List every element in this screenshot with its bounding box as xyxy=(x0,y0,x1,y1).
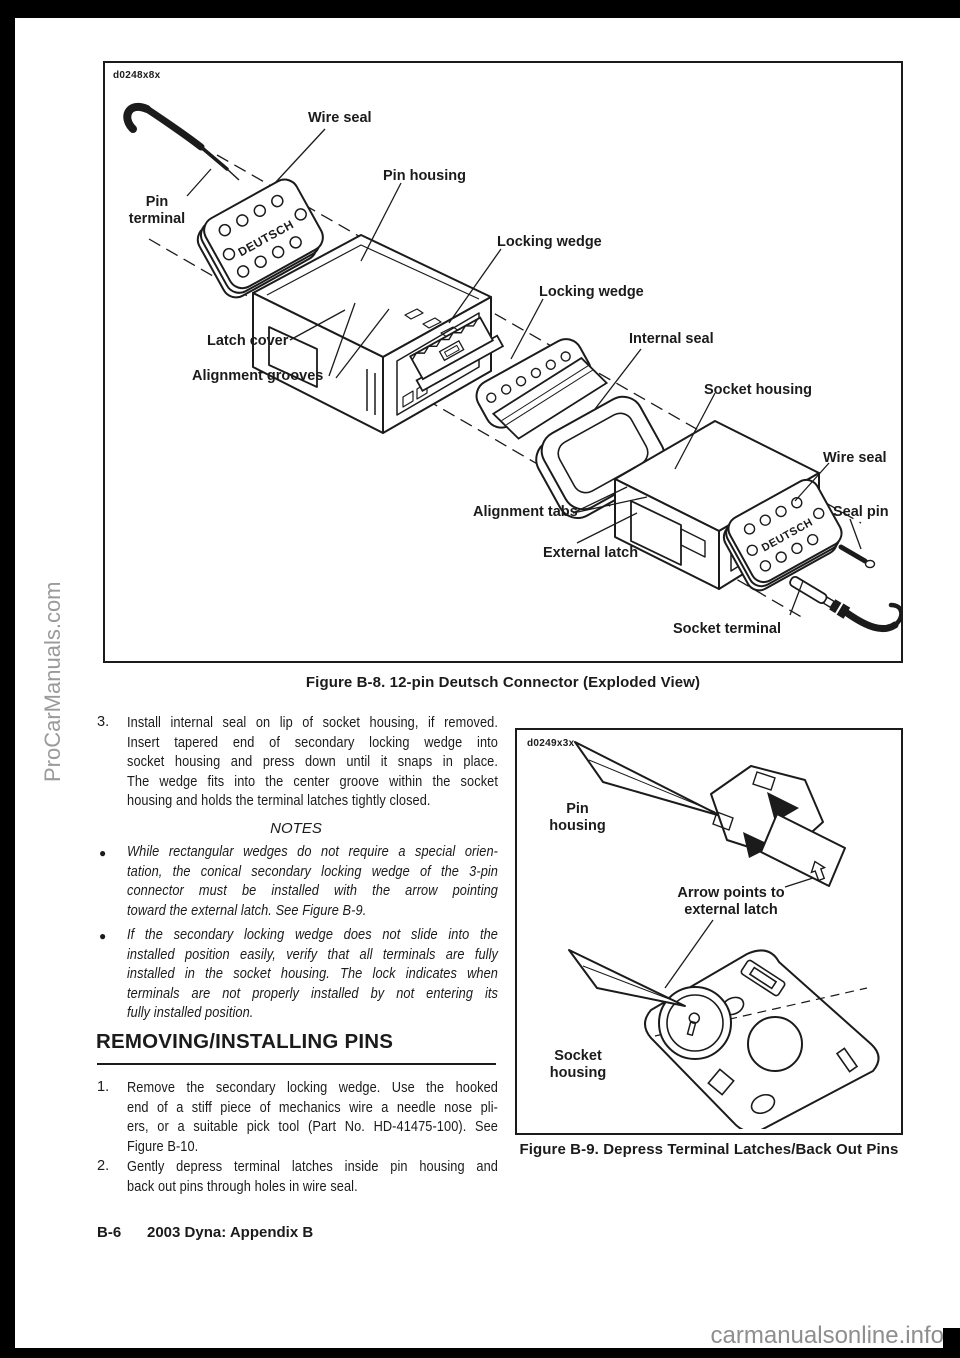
note1-text: While rectangular wedges do not require … xyxy=(127,844,498,919)
socket-housing-b9-illustration xyxy=(644,949,880,1129)
notes-heading: NOTES xyxy=(270,820,322,837)
scan-border-left xyxy=(0,0,15,1358)
step1-text: Remove the secondary locking wedge. Use … xyxy=(127,1080,498,1155)
label-socket-terminal: Socket terminal xyxy=(673,621,781,637)
seal-pin-illustration xyxy=(838,544,876,569)
pick-tool-top-illustration xyxy=(574,741,722,817)
figure-b8-caption: Figure B-8. 12-pin Deutsch Connector (Ex… xyxy=(305,674,701,691)
note2-bullet: ● xyxy=(99,929,107,943)
label-latch-cover: Latch cover xyxy=(207,333,289,349)
pin-housing-b9-illustration xyxy=(710,765,846,887)
pick-tool-bottom-illustration xyxy=(568,949,686,1007)
step3-text: Install internal seal on lip of socket h… xyxy=(127,715,498,810)
label-wire-seal-top: Wire seal xyxy=(308,110,372,126)
socket-terminal-illustration xyxy=(789,575,901,632)
scan-border-bottom xyxy=(0,1348,960,1358)
figure-b8-drawing: DEUTSCH xyxy=(123,103,901,632)
label-alignment-grooves: Alignment grooves xyxy=(192,368,324,384)
scan-border-corner xyxy=(943,1328,960,1358)
figure-b9-caption: Figure B-9. Depress Terminal Latches/Bac… xyxy=(519,1141,899,1158)
label-wire-seal-right: Wire seal xyxy=(823,450,887,466)
b9-leader-lines xyxy=(664,877,814,989)
figure-b8: DEUTSCH xyxy=(103,61,903,663)
alignment-grooves-illustration xyxy=(366,369,376,415)
step1-number: 1. xyxy=(97,1079,110,1095)
watermark-procarmanuals: ProCarManuals.com xyxy=(40,581,65,782)
scan-border-top xyxy=(0,0,960,18)
figure-b8-drawing-code: d0248x8x xyxy=(113,70,161,81)
locking-wedge-lower-illustration xyxy=(475,338,609,440)
label-socket-housing: Socket housing xyxy=(704,382,812,398)
terminal-latch-key-illustration xyxy=(686,1012,701,1037)
figure-b9-drawing-code: d0249x3x xyxy=(527,738,575,749)
step3-number: 3. xyxy=(97,714,110,730)
note1-bullet: ● xyxy=(99,846,107,860)
footer-page-number: B-6 xyxy=(97,1224,122,1241)
pin-terminal-illustration xyxy=(123,103,240,181)
label-internal-seal: Internal seal xyxy=(629,331,714,347)
label-alignment-tabs: Alignment tabs xyxy=(473,504,578,520)
label-seal-pin: Seal pin xyxy=(833,504,889,520)
footer-doc-title: 2003 Dyna: Appendix B xyxy=(147,1224,314,1241)
label-external-latch: External latch xyxy=(543,545,639,561)
external-latch-illustration xyxy=(630,500,682,566)
watermark-carmanualsonline: carmanualsonline.info xyxy=(710,1322,944,1349)
orientation-arrow-icon xyxy=(810,860,827,882)
step2-text: Gently depress terminal latches inside p… xyxy=(127,1159,498,1195)
callout-leader-lines xyxy=(186,128,862,616)
note2-text: If the secondary locking wedge does not … xyxy=(127,927,498,1022)
step2-number: 2. xyxy=(97,1158,110,1174)
section-heading: REMOVING/INSTALLING PINS xyxy=(96,1030,394,1053)
heading-rule xyxy=(97,1063,496,1065)
latch-cover-illustration xyxy=(268,326,318,388)
wire-seal-right-illustration: DEUTSCH xyxy=(722,478,843,592)
figure-b9-drawing xyxy=(568,741,880,1129)
label-locking-wedge-upper: Locking wedge xyxy=(497,234,602,250)
label-locking-wedge-lower: Locking wedge xyxy=(539,284,644,300)
label-pin-housing: Pin housing xyxy=(383,168,466,184)
locking-wedge-upper-illustration xyxy=(409,316,505,393)
wire-seal-illustration: DEUTSCH xyxy=(196,178,324,299)
